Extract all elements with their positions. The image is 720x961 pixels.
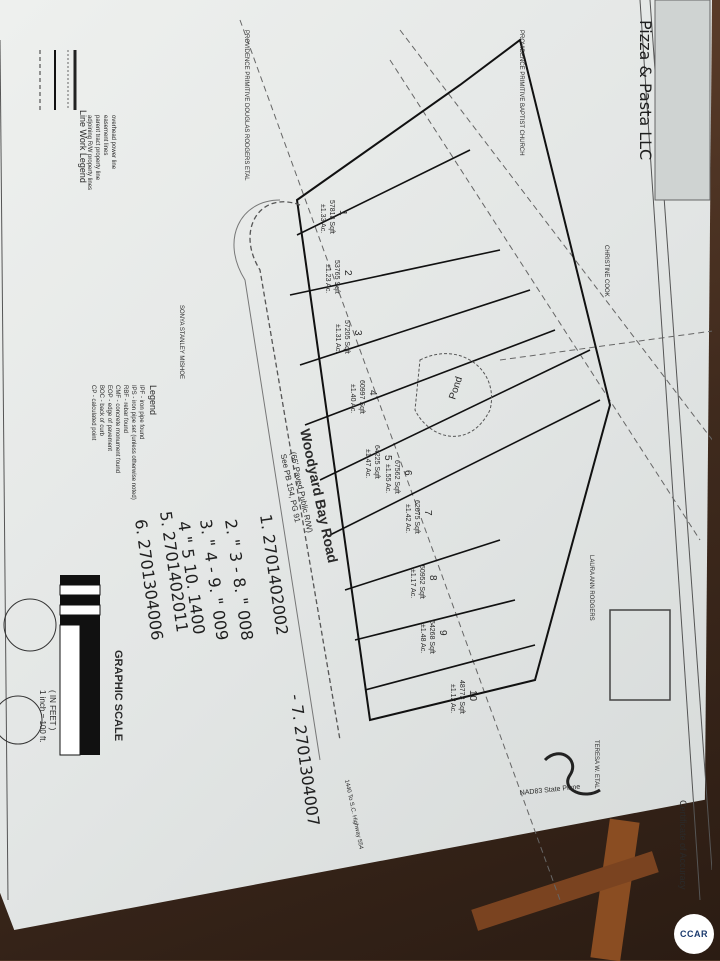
legend-item-1: IPF - iron pipe found bbox=[138, 385, 144, 439]
handwritten-notes: 1. 2701402002 2. " 3 - 8. " 008 3. " 4 -… bbox=[131, 510, 323, 827]
graphic-scale: GRAPHIC SCALE ( IN FEET ) 1 inch = 100 f… bbox=[38, 575, 124, 756]
line-legend-title: Line Work Legend bbox=[78, 110, 88, 183]
lot-9-number: 9 bbox=[437, 630, 448, 636]
lot-6-area: 67562 Sqft bbox=[393, 460, 400, 494]
line-legend-item-2: parent tract property line bbox=[94, 115, 100, 181]
line-work-legend: Line Work Legend adjoining R/W property … bbox=[39, 50, 116, 190]
easement-lines bbox=[239, 19, 712, 901]
lot-2-number: 2 bbox=[342, 270, 353, 276]
lot-6-number: 6 bbox=[402, 470, 413, 476]
pond-label: Pond bbox=[447, 375, 465, 401]
plat-drawing: Pond 1 57818 Sqft ±1.33 Ac. 2 53765 Sqft… bbox=[0, 0, 712, 901]
state-seal-icon bbox=[0, 695, 43, 745]
road-edge bbox=[233, 199, 321, 761]
lot-2-acres: ±1.23 Ac. bbox=[324, 264, 331, 293]
certificate-title: Certificate of Accuracy bbox=[678, 800, 688, 890]
lot-10-number: 10 bbox=[467, 690, 478, 702]
legend-item-6: BOC - back of curb bbox=[98, 385, 104, 437]
lot-3-number: 3 bbox=[352, 330, 363, 336]
lot-7-acres: ±1.42 Ac. bbox=[404, 504, 411, 533]
lot-8-acres: ±1.17 Ac. bbox=[409, 569, 416, 598]
lot-3-area: 57205 Sqft bbox=[343, 320, 350, 354]
abbreviation-legend: Legend IPF - iron pipe found IPS - iron … bbox=[90, 385, 158, 500]
owner-christine: CHRISTINE COOK bbox=[603, 245, 609, 297]
owner-laura: LAURA ANN RODGERS bbox=[588, 555, 594, 621]
line-legend-item-4: overhead power line bbox=[110, 115, 116, 170]
lot-1-number: 1 bbox=[337, 210, 348, 216]
lot-2-area: 53765 Sqft bbox=[333, 260, 340, 294]
lot-labels: 1 57818 Sqft ±1.33 Ac. 2 53765 Sqft ±1.2… bbox=[319, 200, 478, 714]
line-legend-item-3: easement lines bbox=[102, 115, 108, 155]
legend-item-5: EOP - edge of pavement bbox=[106, 385, 112, 451]
lot-5-acres: ±1.47 Ac. bbox=[364, 449, 371, 478]
scale-unit: ( IN FEET ) bbox=[48, 690, 57, 731]
lot-10-acres: ±1.12 Ac. bbox=[449, 684, 456, 713]
lot-8-number: 8 bbox=[427, 575, 438, 581]
legend-item-2: IPS - iron pipe set (unless otherwise no… bbox=[130, 385, 136, 500]
surveyor-seal-icon bbox=[3, 598, 57, 652]
north-arrow-icon bbox=[543, 752, 601, 796]
legend-item-7: CP - calculated point bbox=[90, 385, 96, 441]
lot-5-area: 64225 Sqft bbox=[373, 445, 380, 479]
state-plane-label: NAD83 State Plane bbox=[519, 784, 580, 797]
lot-4-acres: ±1.40 Ac. bbox=[349, 384, 356, 413]
scale-ratio: 1 inch = 100 ft. bbox=[38, 690, 47, 743]
line-legend-item-1: adjoining R/W property lines bbox=[86, 115, 92, 190]
lot-6-acres: ±1.55 Ac. bbox=[384, 464, 391, 493]
lot-7-area: 62075 Sqft bbox=[413, 500, 420, 534]
legend-item-4: CMF - concrete monument found bbox=[114, 385, 120, 473]
hand-note-7: - 7. 2701304007 bbox=[286, 693, 323, 827]
lot-4-area: 60997 Sqft bbox=[358, 380, 365, 414]
owner-providence: PROVIDENCE PRIMITIVE BAPTIST CHURCH bbox=[518, 30, 524, 156]
owner-labels: PROVIDENCE PRIMITIVE BAPTIST CHURCH PROV… bbox=[178, 30, 609, 789]
lot-1-acres: ±1.33 Ac. bbox=[319, 204, 326, 233]
lot-4-number: 4 bbox=[367, 390, 378, 396]
road-frontage bbox=[249, 201, 341, 741]
lot-8-area: 50952 Sqft bbox=[418, 565, 425, 599]
lot-7-number: 7 bbox=[422, 510, 433, 516]
title-block bbox=[609, 0, 711, 701]
pond-outline bbox=[414, 353, 492, 437]
legend-item-3: RBF - rebar found bbox=[122, 385, 128, 433]
lot-10-area: 48773 Sqft bbox=[458, 680, 465, 714]
handwritten-title: Pizza & Pasta LLC bbox=[636, 20, 655, 160]
hand-note-1: 1. 2701402002 bbox=[256, 513, 292, 637]
owner-douglas: PROVIDENCE PRIMITIVE DOUGLAS RODGERS ETA… bbox=[243, 30, 249, 181]
lot-9-acres: ±1.48 Ac. bbox=[419, 624, 426, 653]
highway-label: 1440 To S.C. Highway 554 bbox=[343, 779, 364, 850]
lot-3-acres: ±1.31 Ac. bbox=[334, 324, 341, 353]
lot-lines bbox=[289, 149, 601, 691]
lot-5-number: 5 bbox=[382, 455, 393, 461]
ccar-watermark: CCAR bbox=[674, 914, 714, 954]
legend-title: Legend bbox=[148, 385, 158, 415]
owner-sonya: SONYA STANLEY MISHOE bbox=[178, 305, 184, 379]
lot-1-area: 57818 Sqft bbox=[328, 200, 335, 234]
parcel-outline bbox=[295, 38, 612, 722]
lot-9-area: 64268 Sqft bbox=[428, 620, 435, 654]
scale-title: GRAPHIC SCALE bbox=[112, 650, 124, 741]
owner-teresa: TERESA W. ETAL bbox=[593, 740, 599, 789]
